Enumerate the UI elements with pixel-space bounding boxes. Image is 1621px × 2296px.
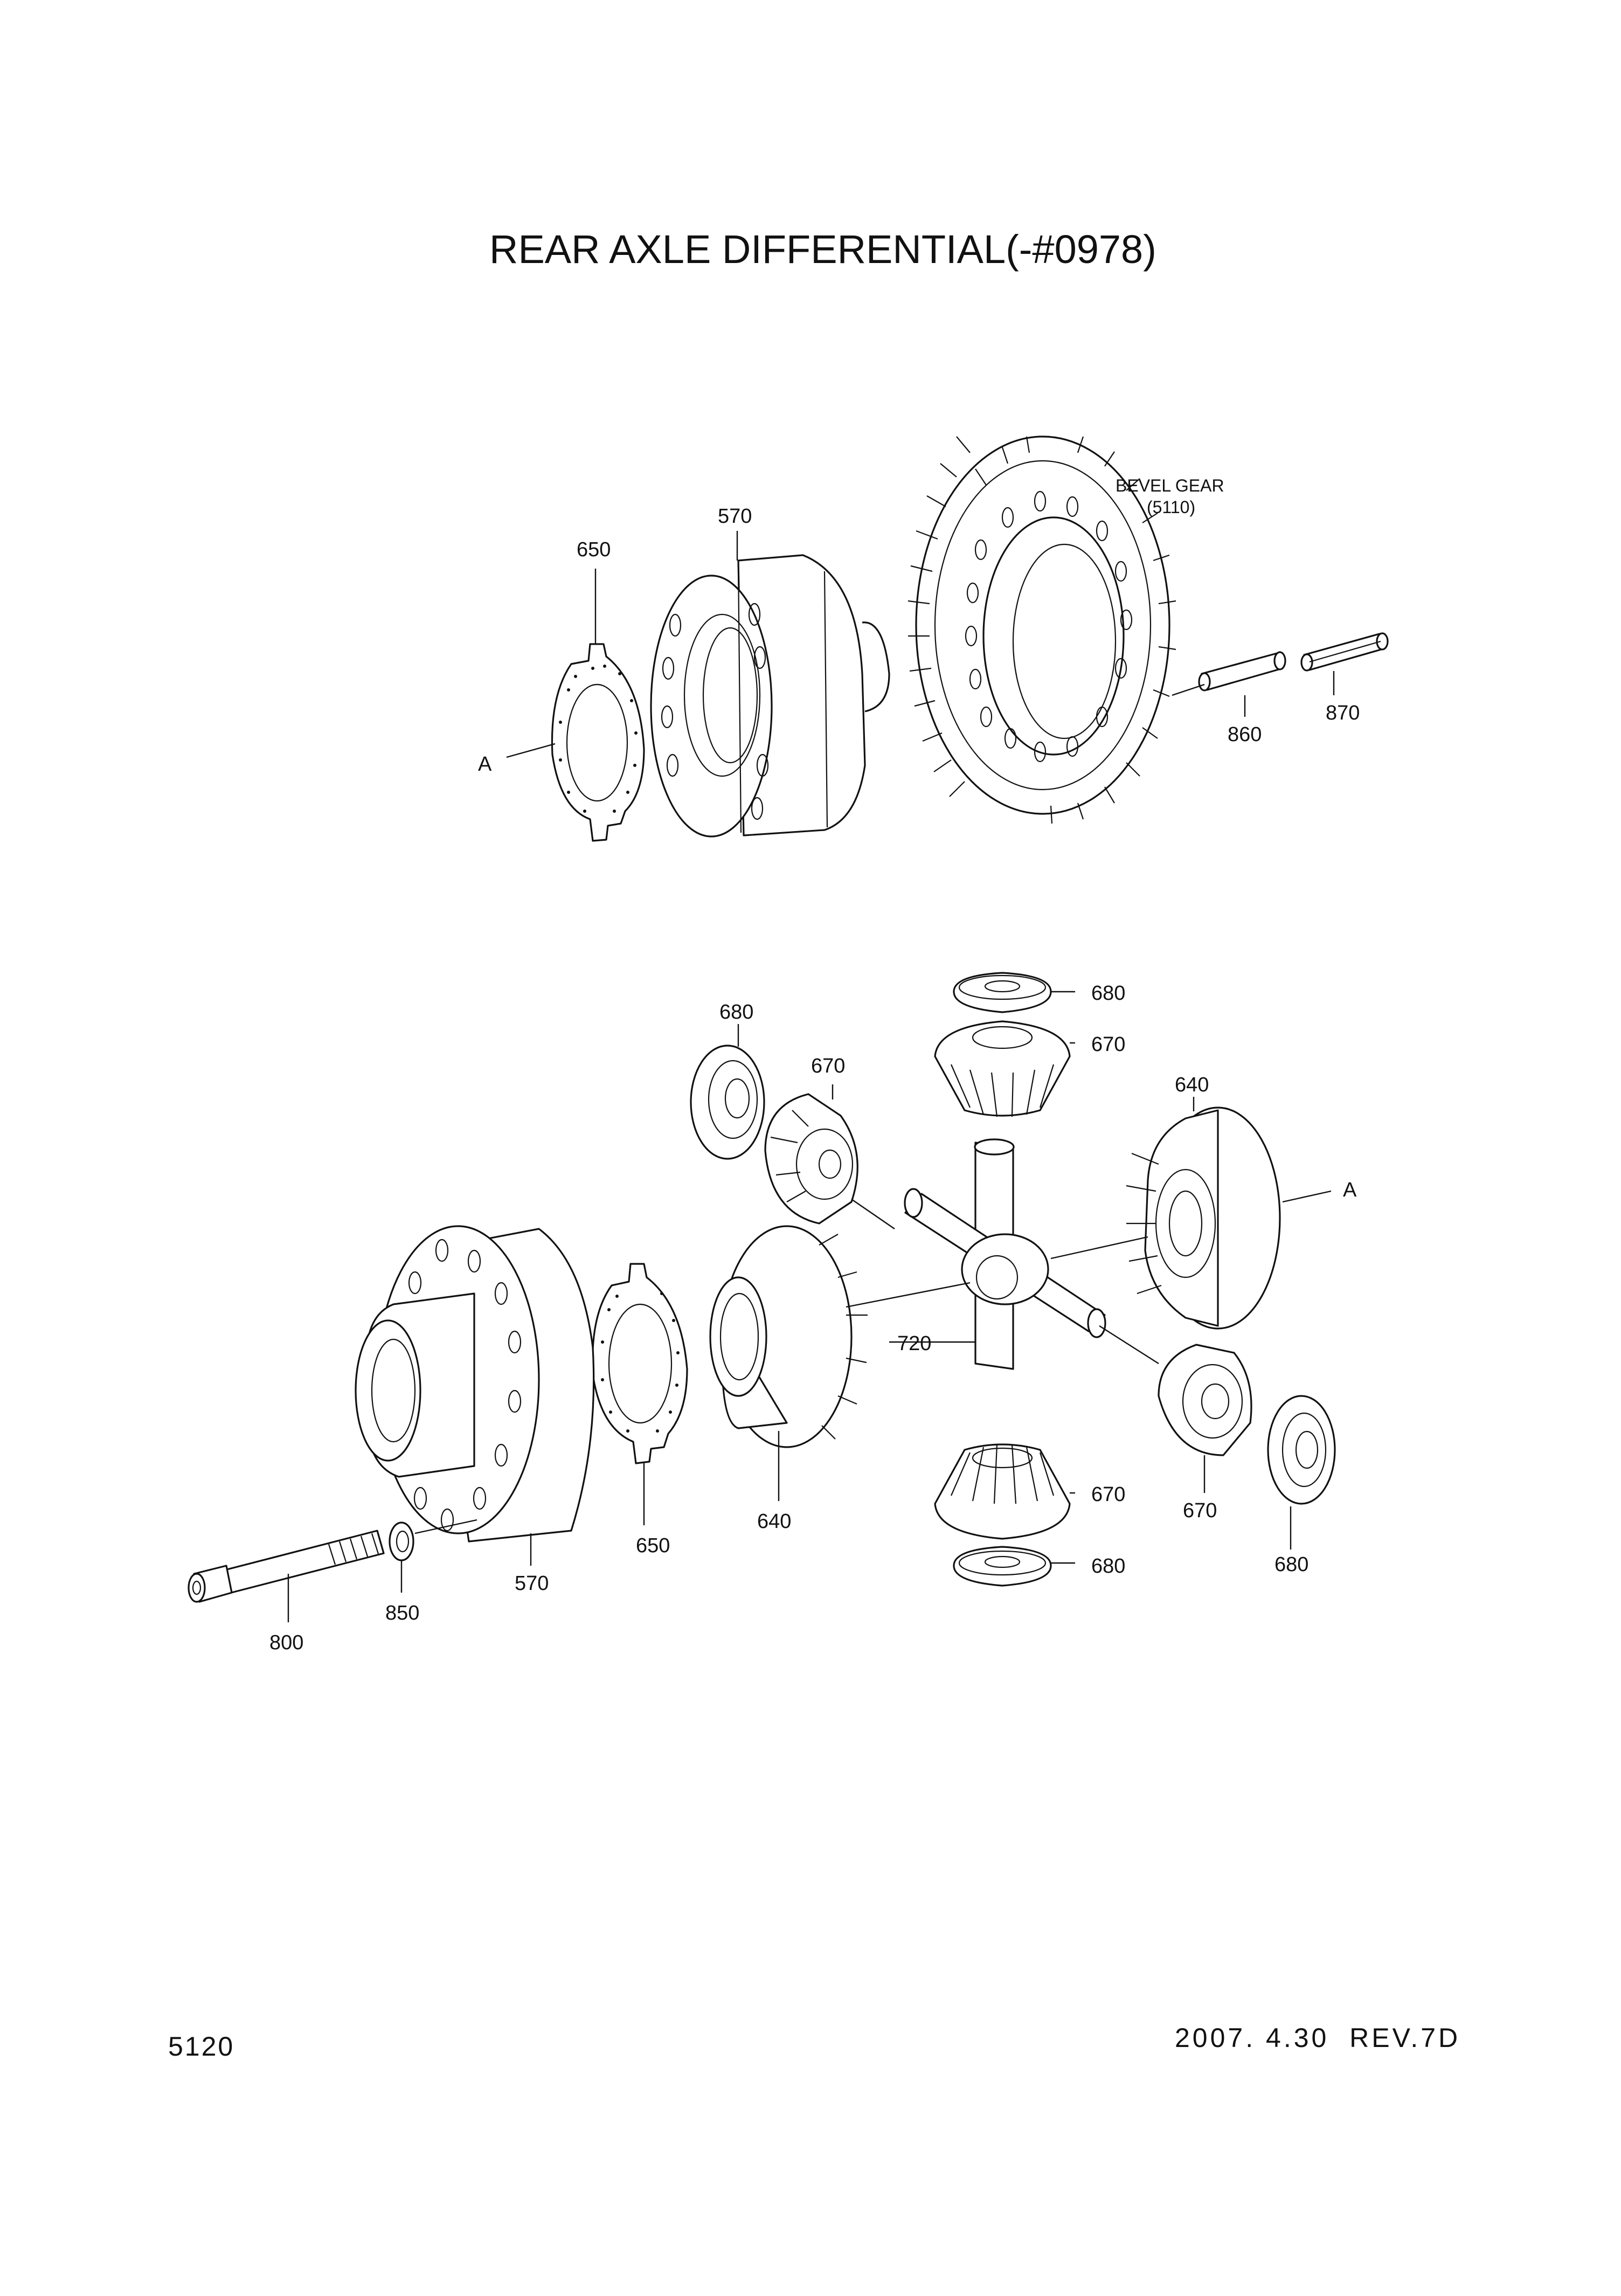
callout-680-left: 680: [719, 1001, 753, 1023]
callout-650-bottom: 650: [636, 1534, 670, 1557]
callout-640-right: 640: [1175, 1074, 1209, 1096]
washer-850: [389, 1522, 414, 1561]
gasket-650-bottom: [591, 1263, 688, 1464]
callout-A-top: A: [478, 753, 492, 776]
pin-870: [1300, 632, 1389, 672]
side-gear-640-right: [1126, 1106, 1281, 1330]
bolt-800: [188, 1530, 385, 1603]
thrust-washer-680-bottom: [953, 1546, 1052, 1587]
callout-720: 720: [897, 1332, 931, 1355]
housing-570-bottom: [355, 1225, 595, 1543]
gasket-650-top: [551, 643, 645, 842]
bevel-gear-name: BEVEL GEAR: [1116, 476, 1224, 495]
callout-870: 870: [1326, 702, 1360, 724]
callout-800: 800: [269, 1631, 303, 1654]
callout-labels: BEVEL GEAR (5110) 570 650 A 860 870 680 …: [269, 476, 1360, 1654]
callout-680-bottom: 680: [1091, 1555, 1125, 1578]
bevel-gear-holes: [965, 490, 1133, 763]
pinion-gear-670-top: [934, 1020, 1071, 1117]
gasket-dots: [559, 665, 638, 813]
bevel-gear-5110: [908, 435, 1176, 824]
pin-860: [1198, 651, 1286, 691]
callout-570-top: 570: [718, 505, 752, 528]
thrust-washer-680-left: [690, 1045, 765, 1160]
thrust-washer-680-br: [1267, 1395, 1336, 1505]
callout-640-bottom: 640: [757, 1510, 791, 1533]
housing-570-top: [650, 554, 890, 838]
revision-date: 2007. 4.30 REV.7D: [1175, 2023, 1461, 2053]
callout-670-bottom: 670: [1091, 1483, 1125, 1506]
spider-cross-720: [904, 1138, 1106, 1370]
bevel-gear-ref: (5110): [1147, 497, 1195, 517]
page-number: 5120: [168, 2031, 235, 2062]
thrust-washer-680-top: [953, 972, 1052, 1013]
bottom-leader-lines: [287, 991, 1332, 1622]
callout-670-left: 670: [811, 1055, 845, 1077]
pinion-gear-670-left: [764, 1093, 858, 1225]
callout-A-right: A: [1343, 1179, 1357, 1201]
callout-670-br: 670: [1183, 1499, 1217, 1522]
callout-850: 850: [385, 1602, 419, 1624]
callout-680-top: 680: [1091, 982, 1125, 1005]
callout-670-top: 670: [1091, 1033, 1125, 1056]
side-gear-640-left: [709, 1225, 868, 1448]
pinion-gear-670-bottom: [934, 1443, 1071, 1540]
housing-bolt-holes: [661, 603, 769, 820]
page-title: REAR AXLE DIFFERENTIAL(-#0978): [489, 227, 1156, 272]
top-leader-lines: [506, 531, 1335, 758]
bevel-gear-teeth: [908, 436, 1176, 824]
callout-860: 860: [1228, 723, 1262, 746]
callout-650-top: 650: [577, 538, 611, 561]
pinion-gear-670-br: [1158, 1344, 1252, 1456]
callout-680-br: 680: [1274, 1553, 1308, 1576]
callout-570-bottom: 570: [515, 1572, 549, 1595]
